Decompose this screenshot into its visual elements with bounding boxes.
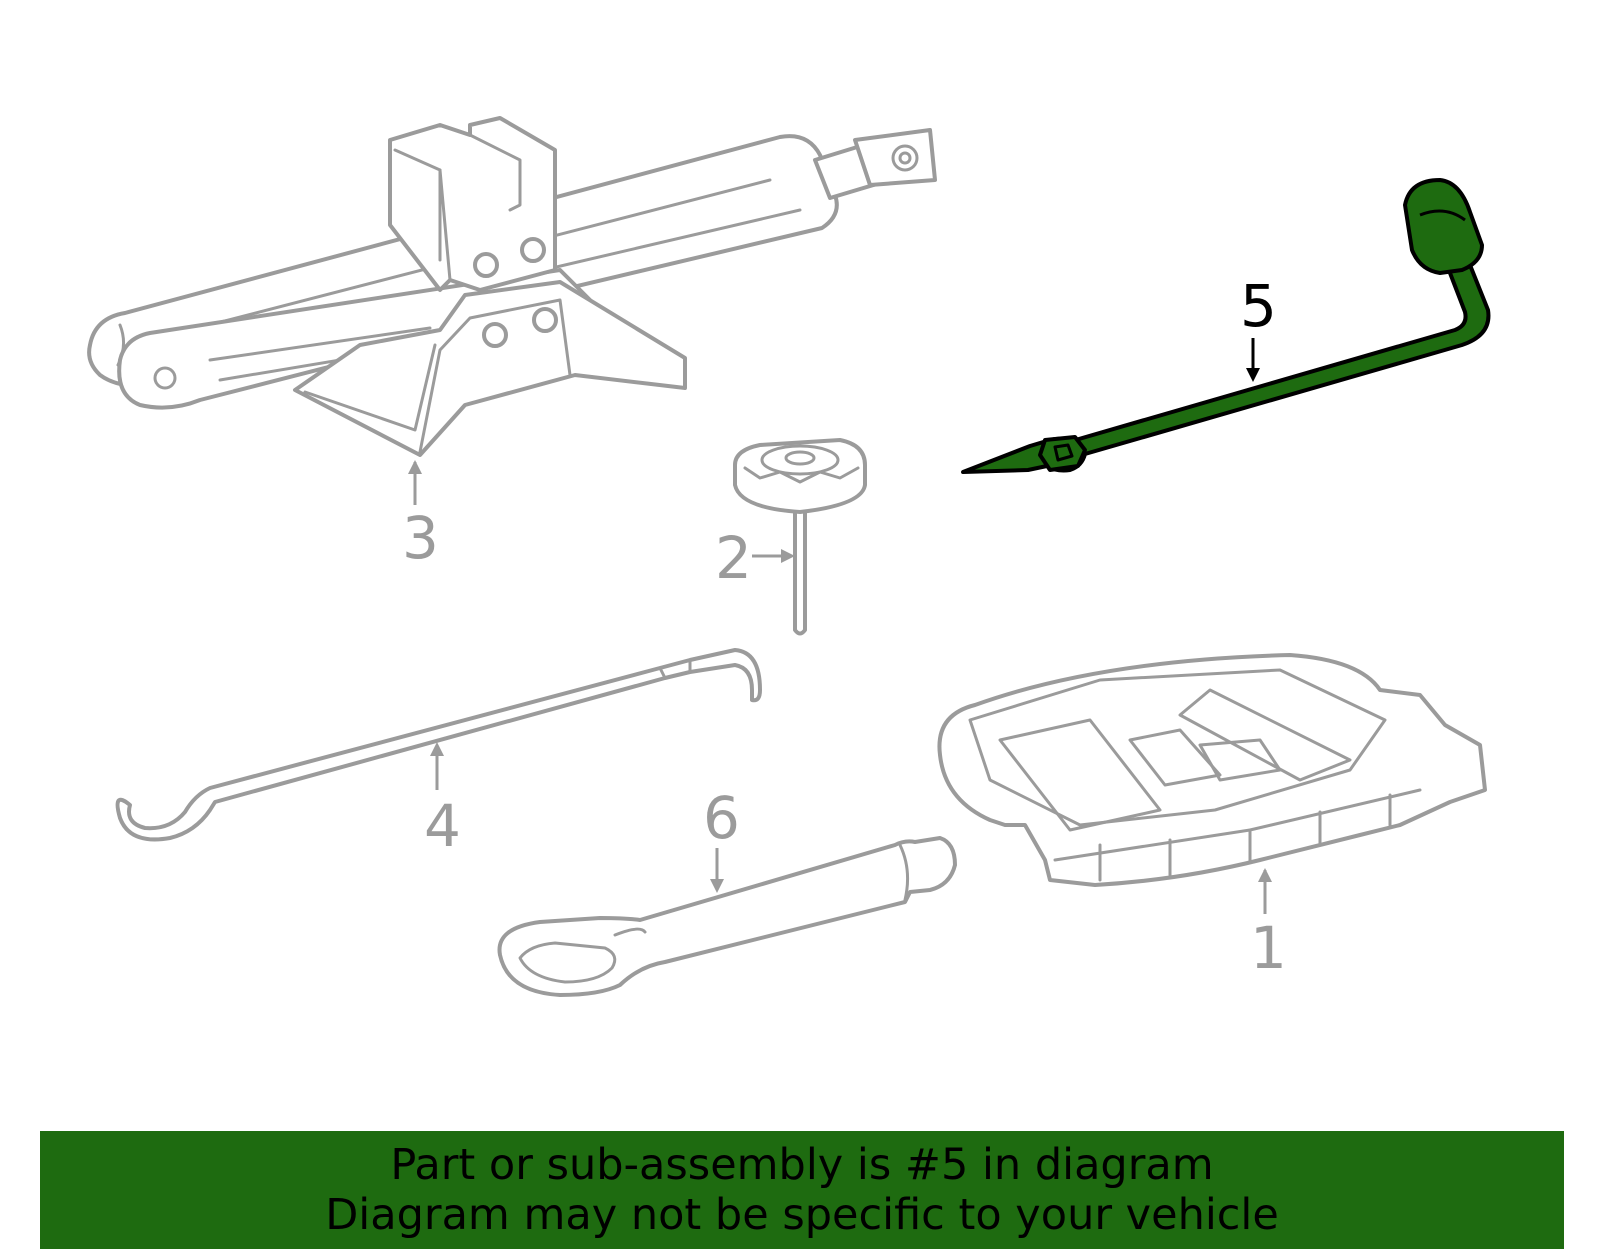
part-6-lug-wrench[interactable] bbox=[497, 836, 957, 997]
part-3-scissor-jack[interactable] bbox=[87, 116, 937, 457]
callout-label-2: 2 bbox=[715, 524, 752, 592]
callout-3: 3 bbox=[402, 460, 439, 572]
part-1-tool-tray[interactable] bbox=[937, 653, 1487, 887]
callout-label-6: 6 bbox=[703, 784, 740, 852]
callout-4: 4 bbox=[424, 742, 461, 860]
callout-5: 5 bbox=[1240, 272, 1277, 382]
info-banner: Part or sub-assembly is #5 in diagram Di… bbox=[40, 1131, 1564, 1249]
callout-1: 1 bbox=[1250, 868, 1287, 982]
banner-line-disclaimer: Diagram may not be specific to your vehi… bbox=[325, 1190, 1279, 1240]
callout-label-4: 4 bbox=[424, 792, 461, 860]
part-4-jack-handle[interactable] bbox=[115, 648, 762, 842]
callout-label-1: 1 bbox=[1250, 914, 1287, 982]
banner-line-part: Part or sub-assembly is #5 in diagram bbox=[390, 1140, 1214, 1190]
callout-2: 2 bbox=[715, 524, 795, 592]
callout-6: 6 bbox=[703, 784, 740, 893]
callout-label-5: 5 bbox=[1240, 272, 1277, 340]
part-5-highlighted-wrench[interactable] bbox=[961, 178, 1491, 474]
part-2-hold-down-bolt[interactable] bbox=[733, 438, 867, 636]
callout-label-3: 3 bbox=[402, 504, 439, 572]
